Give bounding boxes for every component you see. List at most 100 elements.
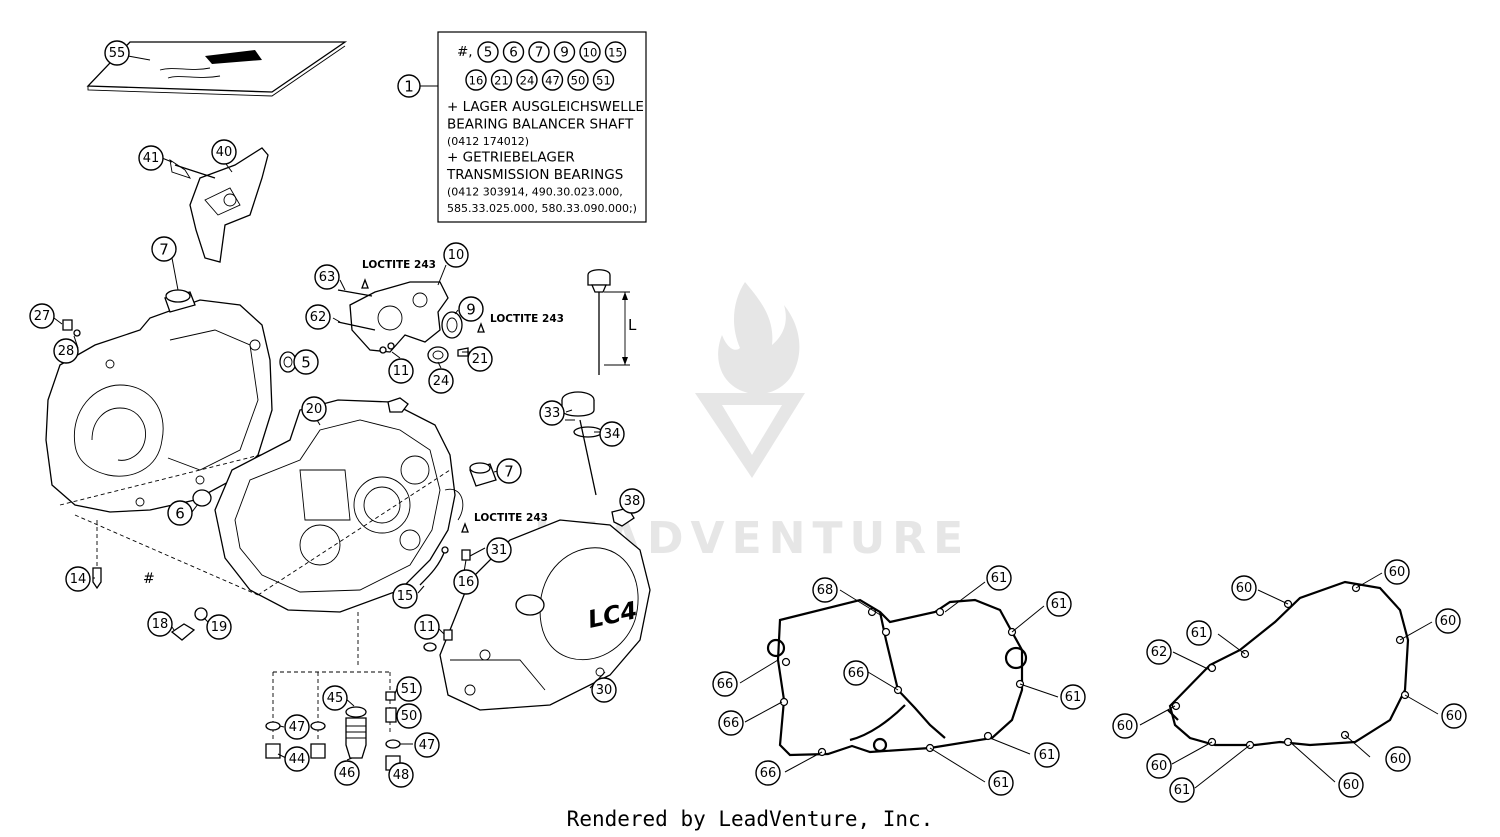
callout-60: 60	[1146, 753, 1172, 779]
callout-44: 44	[284, 746, 310, 772]
callout-number: 5	[484, 45, 493, 61]
bushing-part	[192, 489, 212, 507]
callout-number: 61	[1039, 748, 1056, 763]
callout-number: 51	[596, 74, 611, 88]
callout-24: 24	[516, 69, 538, 91]
callout-7: 7	[151, 236, 177, 262]
callout-number: 14	[70, 572, 87, 587]
callout-number: 7	[535, 45, 544, 61]
callout-61: 61	[986, 565, 1012, 591]
note-line: + LAGER AUSGLEICHSWELLE	[447, 99, 644, 115]
callout-number: 61	[991, 571, 1008, 586]
callout-number: 20	[306, 402, 323, 417]
callout-34: 34	[599, 421, 625, 447]
loctite-label: LOCTITE 243	[474, 512, 548, 524]
hash-mark: #	[143, 571, 155, 587]
callout-number: 18	[152, 617, 169, 632]
callout-number: 66	[760, 766, 777, 781]
callout-circle	[541, 69, 564, 91]
callout-circle	[718, 710, 744, 736]
callout-6: 6	[502, 41, 525, 63]
callout-circle	[539, 400, 565, 426]
callout-circle	[1441, 703, 1467, 729]
owners-manual-part	[86, 41, 348, 97]
callout-60: 60	[1384, 559, 1410, 585]
callout-circle	[284, 714, 310, 740]
callout-9: 9	[458, 296, 484, 322]
callout-number: 60	[1446, 709, 1463, 724]
callout-number: 1	[404, 78, 414, 96]
callout-number: 47	[545, 74, 560, 88]
callout-number: 30	[596, 683, 613, 698]
callout-number: 66	[723, 716, 740, 731]
callout-15: 15	[604, 41, 627, 63]
callout-circle	[443, 242, 469, 268]
callout-number: 60	[1151, 759, 1168, 774]
callout-number: 61	[1051, 597, 1068, 612]
callout-circle	[496, 458, 522, 484]
callout-circle	[591, 677, 617, 703]
callout-16: 16	[453, 569, 479, 595]
callout-circle	[322, 685, 348, 711]
callout-circle	[206, 614, 232, 640]
callout-45: 45	[322, 685, 348, 711]
callout-number: 28	[58, 344, 75, 359]
callout-circle	[1435, 608, 1461, 634]
crankcase-gasket-part	[766, 598, 1028, 757]
callout-circle	[528, 41, 550, 63]
right-crankcase-part	[214, 397, 464, 668]
callout-46: 46	[334, 760, 360, 786]
callout-circle	[465, 69, 487, 91]
loctite-label: LOCTITE 243	[362, 259, 436, 271]
callout-circle	[211, 139, 237, 165]
callout-number: 60	[1389, 565, 1406, 580]
oil-filler-plug-part	[561, 391, 603, 496]
callout-circle	[314, 264, 340, 290]
callout-61: 61	[988, 770, 1014, 796]
callout-18: 18	[147, 611, 173, 637]
callout-number: 41	[143, 151, 160, 166]
callout-number: 62	[1151, 645, 1168, 660]
callout-circle	[147, 611, 173, 637]
callout-number: 68	[817, 583, 834, 598]
callout-circle	[490, 69, 513, 91]
callout-number: 62	[310, 310, 327, 325]
callout-66: 66	[712, 671, 738, 697]
callout-20: 20	[301, 396, 327, 422]
bolt-hole	[881, 627, 891, 637]
callout-circle	[486, 537, 512, 563]
callout-30: 30	[591, 677, 617, 703]
callout-number: 24	[433, 374, 450, 389]
callout-circle	[392, 583, 418, 609]
callout-circle	[293, 349, 319, 375]
callout-60: 60	[1112, 713, 1138, 739]
callout-number: 10	[583, 46, 598, 60]
callout-50: 50	[396, 703, 422, 729]
callout-15: 15	[392, 583, 418, 609]
callout-number: 47	[419, 738, 436, 753]
callout-28: 28	[53, 338, 79, 364]
bolt-hole	[983, 731, 993, 741]
loctite-notes: LOCTITE 243 LOCTITE 243 LOCTITE 243	[362, 259, 564, 524]
callout-24: 24	[428, 368, 454, 394]
callout-number: 61	[1174, 783, 1191, 798]
callout-number: 5	[301, 354, 311, 372]
callout-circle	[1146, 753, 1172, 779]
callout-60: 60	[1338, 772, 1364, 798]
callout-61: 61	[1169, 777, 1195, 803]
clutch-cover-gasket-part	[1167, 580, 1410, 747]
callout-circle	[428, 368, 454, 394]
callout-number: 34	[604, 427, 621, 442]
callout-circle	[388, 358, 414, 384]
callout-number: 61	[1191, 626, 1208, 641]
callout-62: 62	[305, 304, 331, 330]
note-hash: #,	[457, 44, 473, 60]
callout-circle	[592, 69, 615, 91]
bolt-hole	[1207, 663, 1217, 673]
callout-circle	[334, 760, 360, 786]
callout-61: 61	[1034, 742, 1060, 768]
